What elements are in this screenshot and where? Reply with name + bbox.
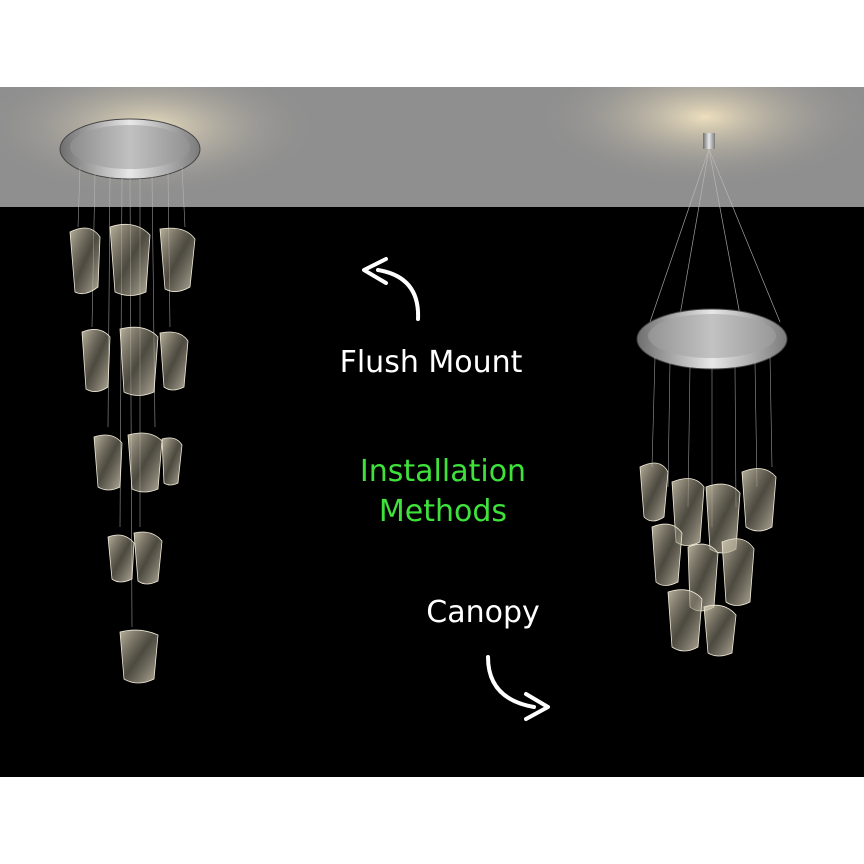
flush-mount-chandelier [59,118,201,684]
canopy-label: Canopy [426,595,540,630]
installation-methods-title: Installation Methods [330,452,556,532]
title-line-2: Methods [378,494,508,529]
curved-arrow-up-left-icon [362,257,421,321]
title-line-1: Installation [359,454,527,489]
canopy-chandelier [636,133,788,657]
flush-mount-label: Flush Mount [339,345,523,380]
chandelier-illustration [0,87,864,721]
product-scene: Flush Mount Installation Methods Canopy [0,87,864,777]
curved-arrow-down-right-icon [486,655,550,721]
